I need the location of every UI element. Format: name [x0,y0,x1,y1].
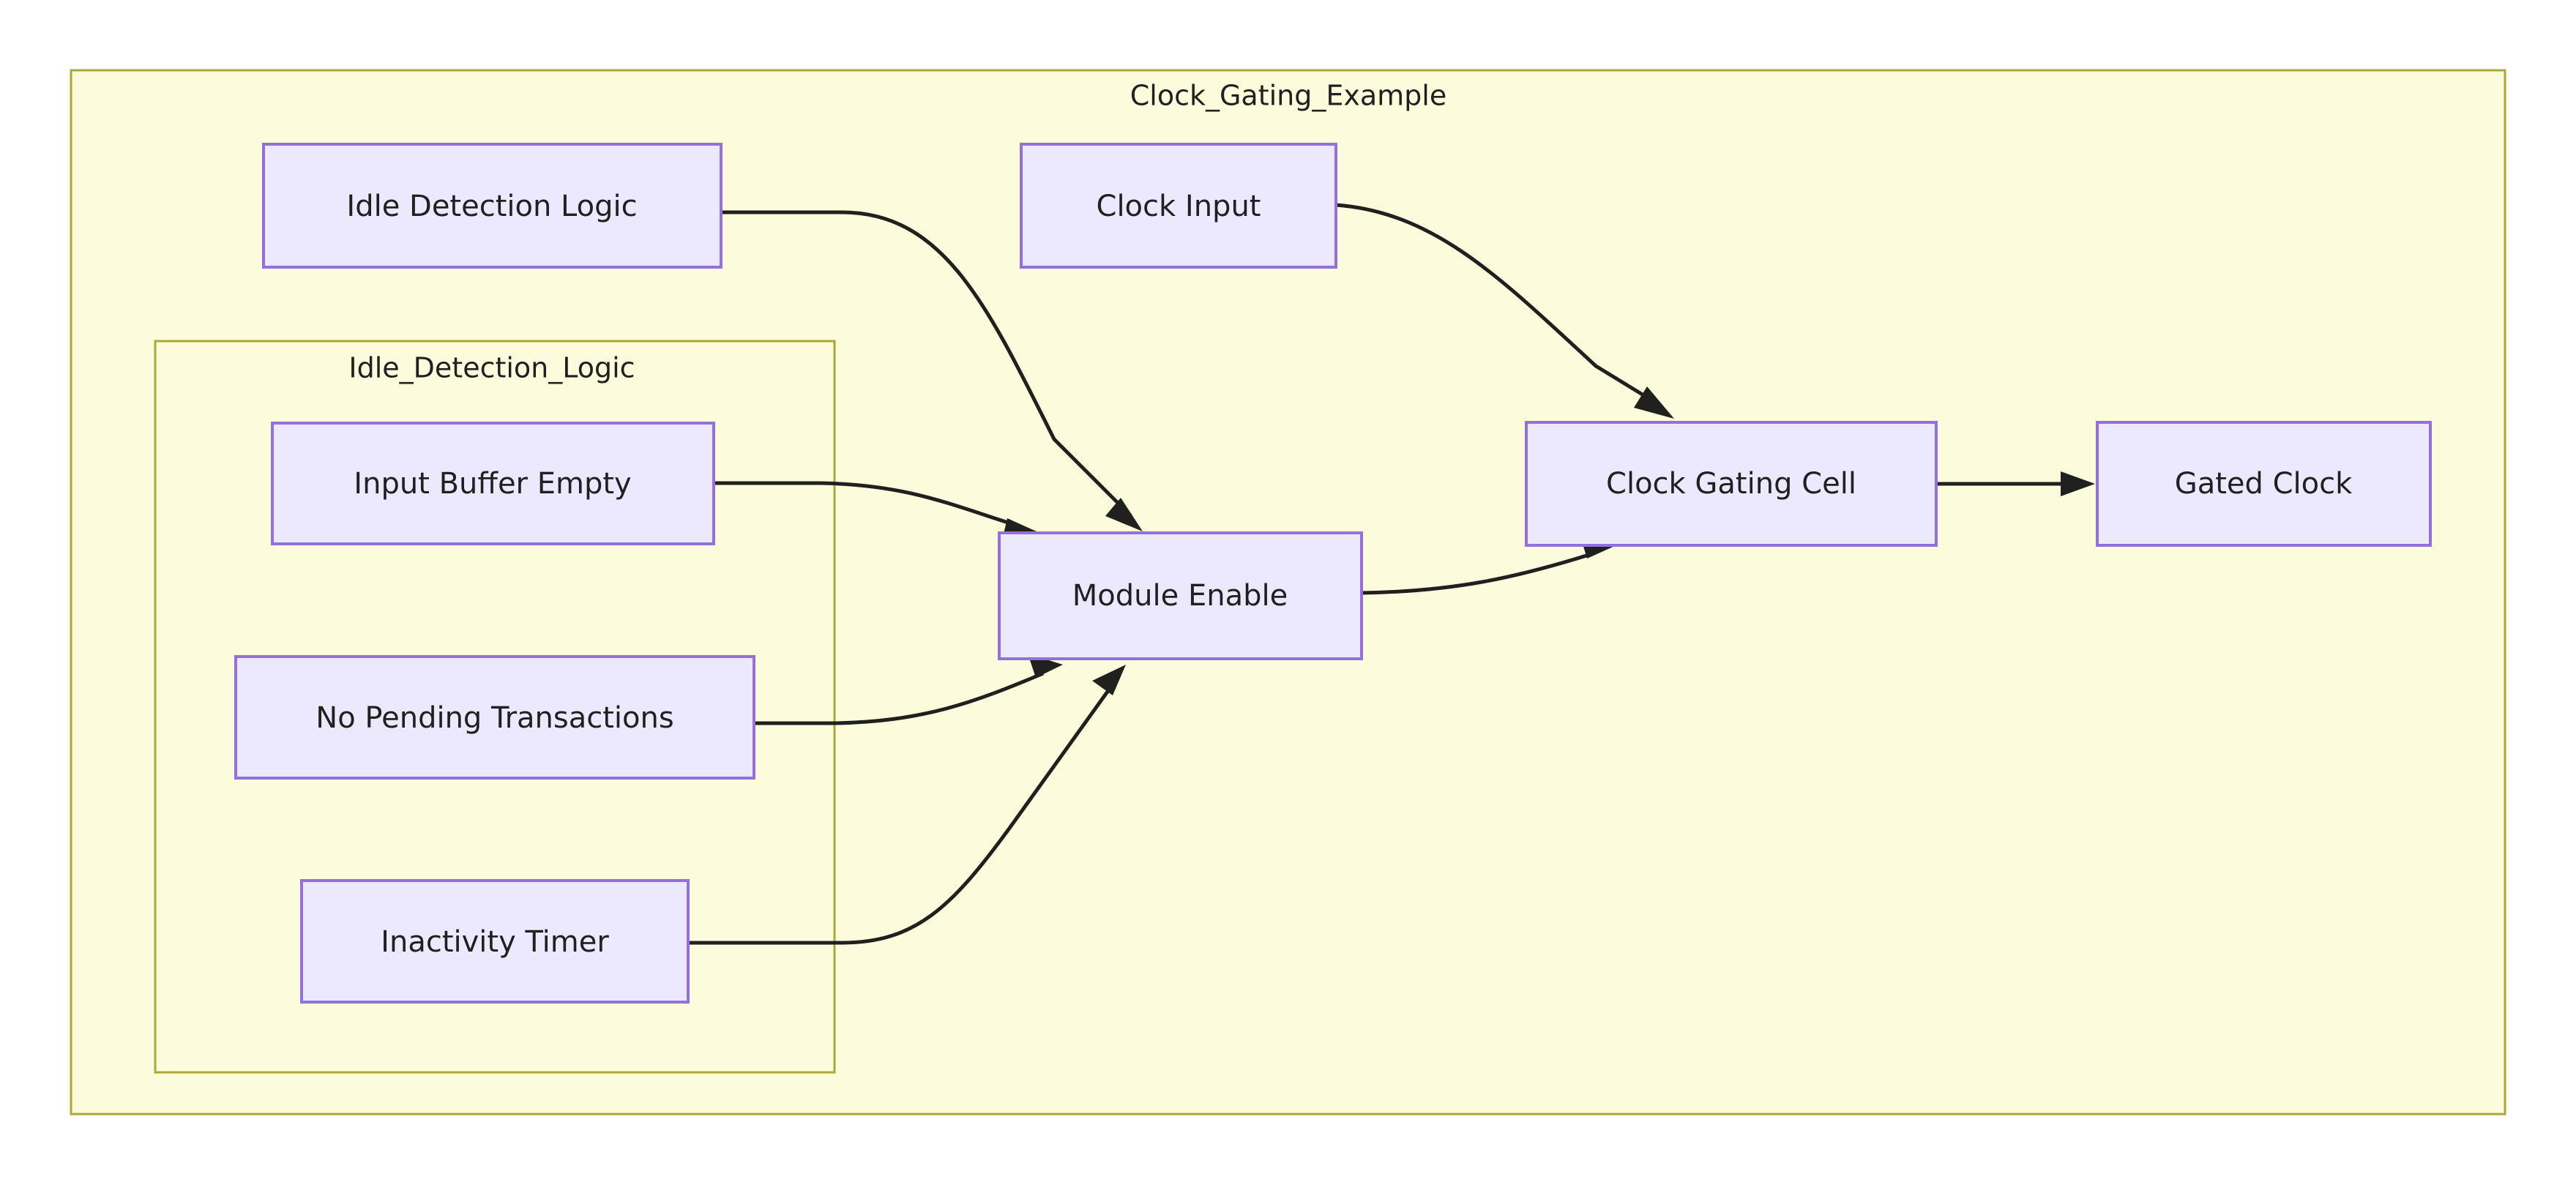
edge-timer-to-module [688,665,1126,945]
edge-idle-to-module [721,210,1143,531]
node-inactivity-timer[interactable]: Inactivity Timer [300,879,690,1004]
edge-clockin-to-gating-path [1335,203,1660,406]
node-gated-clock-rect[interactable] [2096,421,2432,547]
node-gated-clock-label: Gated Clock [2175,467,2353,501]
node-clock-gating-cell-label: Clock Gating Cell [1606,467,1856,501]
node-idle-detection-logic-rect[interactable] [262,143,723,269]
node-no-pending-transactions-rect[interactable] [234,655,755,780]
node-clock-gating-cell[interactable]: Clock Gating Cell [1525,421,1938,547]
node-clock-gating-cell-rect[interactable] [1525,421,1938,547]
node-clock-input-label: Clock Input [1097,190,1261,223]
node-inactivity-timer-rect[interactable] [300,879,690,1004]
node-inactivity-timer-label: Inactivity Timer [381,925,609,959]
node-module-enable-label: Module Enable [1072,579,1288,613]
node-input-buffer-empty-rect[interactable] [271,422,715,545]
cluster-inner-label: Idle_Detection_Logic [348,352,635,384]
node-idle-detection-logic-label: Idle Detection Logic [346,190,637,223]
node-idle-detection-logic[interactable]: Idle Detection Logic [262,143,723,269]
node-no-pending-transactions[interactable]: No Pending Transactions [234,655,755,780]
node-gated-clock[interactable]: Gated Clock [2096,421,2432,547]
node-module-enable[interactable]: Module Enable [998,531,1363,660]
node-module-enable-rect[interactable] [998,531,1363,660]
edge-clockin-to-gating-arrowhead [1634,386,1674,419]
edge-timer-to-module-arrowhead [1092,665,1126,695]
node-clock-input-rect[interactable] [1020,143,1337,269]
edge-gating-to-gated [1936,471,2095,496]
edge-idle-to-module-arrowhead [1105,498,1143,531]
edge-pending-to-module-path [754,671,1044,725]
edge-buffer-to-module-path [714,481,1018,528]
edge-gating-to-gated-arrowhead [2061,471,2095,496]
edge-idle-to-module-path [721,210,1132,518]
edge-clockin-to-gating [1335,203,1674,419]
node-clock-input[interactable]: Clock Input [1020,143,1337,269]
edge-timer-to-module-path [688,683,1115,945]
node-input-buffer-empty[interactable]: Input Buffer Empty [271,422,715,545]
node-no-pending-transactions-label: No Pending Transactions [316,701,673,735]
cluster-outer-label: Clock_Gating_Example [1130,80,1447,112]
node-input-buffer-empty-label: Input Buffer Empty [354,467,631,501]
edge-module-to-gating-path [1361,550,1597,595]
